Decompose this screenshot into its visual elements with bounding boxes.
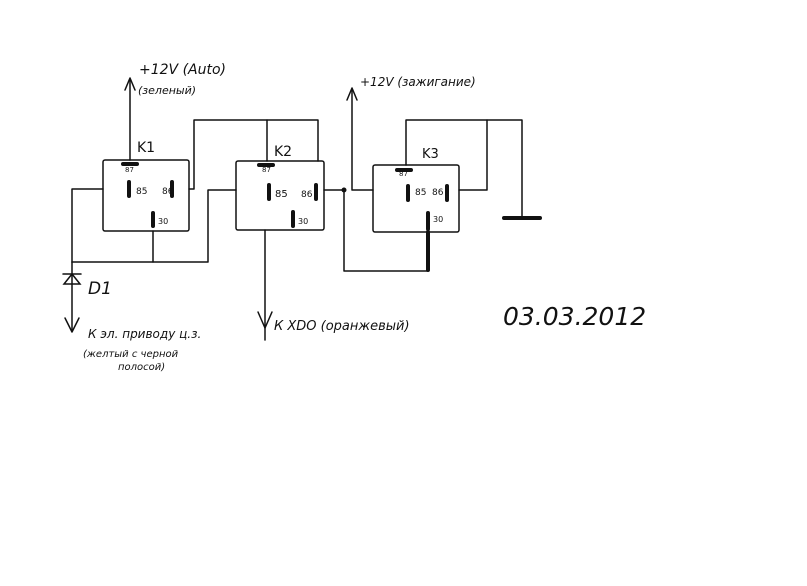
k2-output-arrow bbox=[257, 311, 273, 329]
date-label: 03.03.2012 bbox=[503, 302, 646, 331]
k3-supply-label: +12V (зажигание) bbox=[360, 75, 476, 89]
relay-k2-pin-87-label: 87 bbox=[262, 166, 271, 174]
d1-output-label: К эл. приводу ц.з. bbox=[88, 327, 201, 341]
k1-supply-label: +12V (Auto) bbox=[139, 62, 226, 78]
k2-output-label: К XDO (оранжевый) bbox=[274, 319, 410, 334]
relay-k3-body bbox=[372, 164, 460, 233]
wire-k2-to-k3-30 bbox=[343, 189, 429, 272]
relay-k2-pin-85-label: 85 bbox=[275, 189, 288, 200]
relay-k2-pin-86-label: 86 bbox=[301, 190, 313, 200]
k3-supply-arrow bbox=[346, 87, 358, 101]
relay-k1-pin-85-label: 85 bbox=[136, 187, 147, 197]
relay-k3-pin-86-label: 86 bbox=[432, 188, 444, 198]
relay-k3-pin-85-label: 85 bbox=[415, 188, 426, 198]
relay-k3-label: K3 bbox=[422, 147, 439, 162]
relay-k1-pin-30-label: 30 bbox=[158, 217, 168, 226]
relay-k2-pin-30-label: 30 bbox=[298, 217, 308, 226]
wire-k3-supply bbox=[351, 89, 374, 191]
junction-node bbox=[341, 187, 347, 193]
diode-d1-symbol bbox=[62, 272, 82, 285]
wire-k3-86-ground bbox=[458, 119, 488, 191]
relay-k2-label: K2 bbox=[274, 144, 292, 160]
k1-supply-note: (зеленый) bbox=[138, 84, 196, 97]
wire-k3-87-ground bbox=[405, 119, 523, 217]
relay-k2-body bbox=[235, 160, 325, 231]
diode-d1-label: D1 bbox=[88, 279, 112, 299]
k1-supply-arrow bbox=[124, 77, 136, 91]
d1-output-note-1: (желтый с черной bbox=[83, 349, 179, 360]
wire-k1-86-bus bbox=[188, 119, 319, 190]
relay-k3: K3 87 85 86 30 bbox=[372, 147, 460, 233]
wires bbox=[62, 77, 542, 341]
relay-k1-pin-86-label: 86 bbox=[162, 187, 174, 197]
wire-k1-85 bbox=[71, 188, 104, 263]
relay-k3-pin-30-label: 30 bbox=[433, 215, 443, 224]
relay-k1: K1 87 85 86 30 bbox=[102, 140, 190, 232]
relay-k2: K2 87 85 86 30 bbox=[235, 144, 325, 231]
relay-k1-label: K1 bbox=[137, 140, 155, 156]
relay-k3-pin-87-label: 87 bbox=[399, 170, 408, 178]
d1-output-arrow bbox=[64, 317, 80, 333]
wire-k1-30-to-k2-85 bbox=[71, 189, 237, 263]
relay-k1-body bbox=[102, 159, 190, 232]
relay-k1-pin-87-label: 87 bbox=[125, 166, 134, 174]
d1-output-note-2: полосой) bbox=[118, 362, 165, 373]
